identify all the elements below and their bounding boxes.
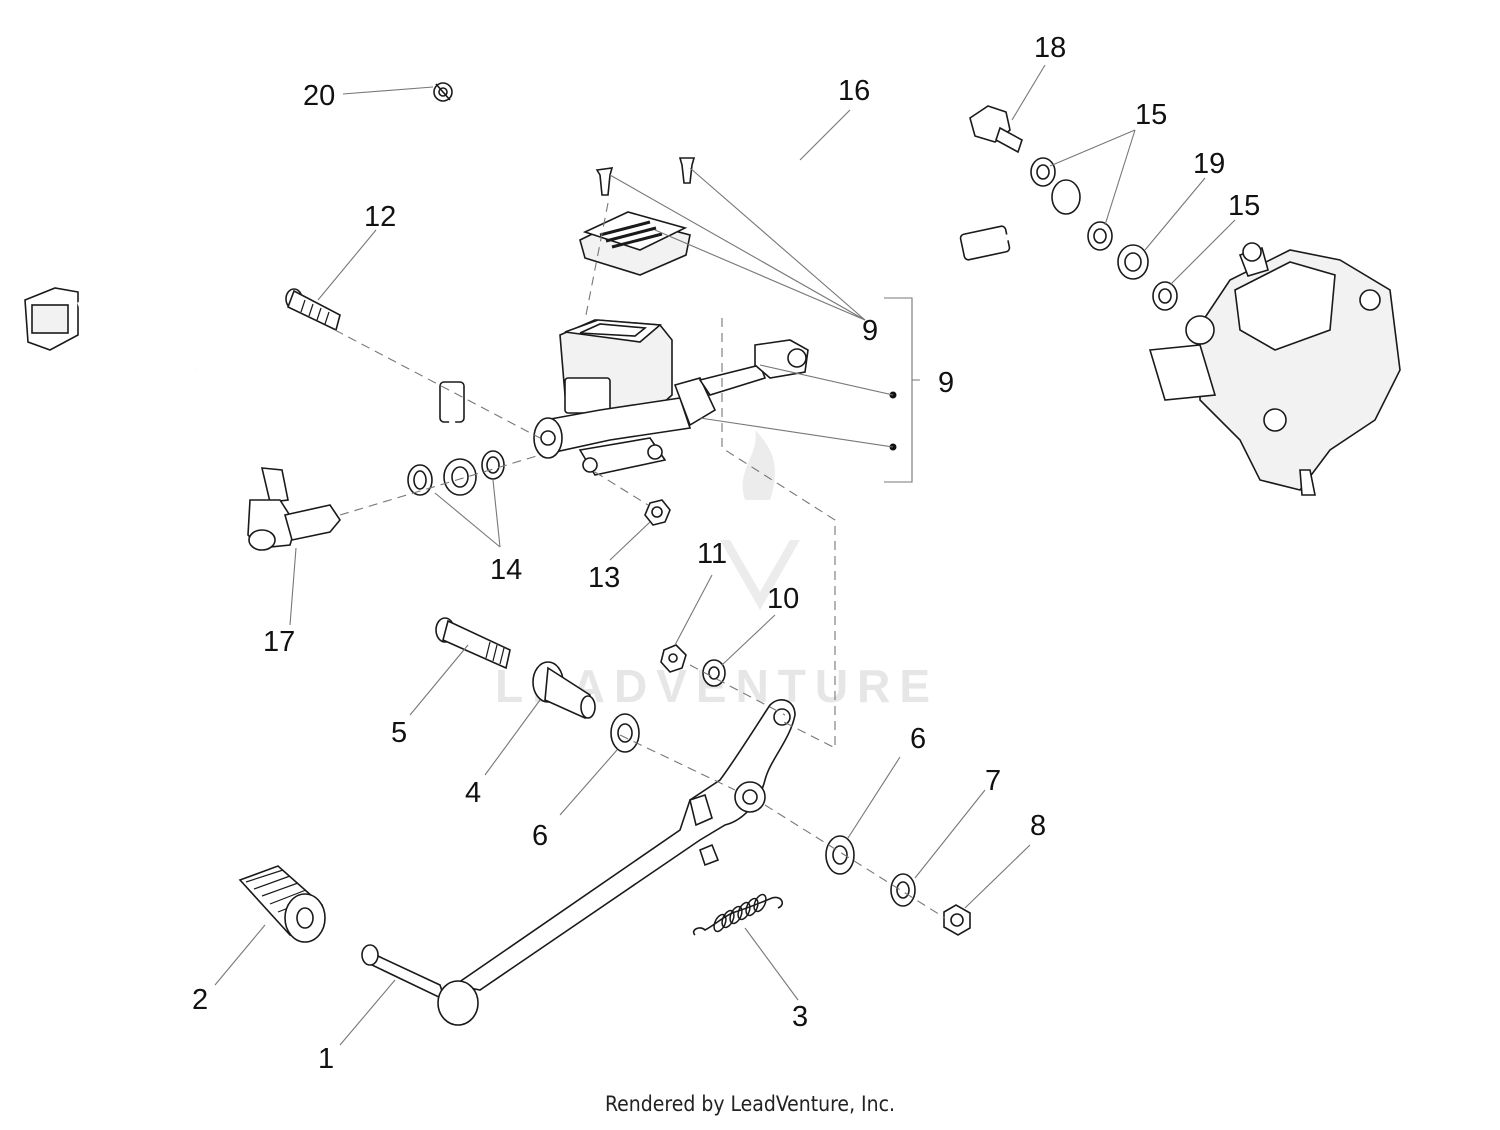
callout-19: 19 [1193,148,1225,180]
assembly-lines [334,202,946,919]
brake-switch-17 [24,265,341,551]
callout-9: 9 [938,367,954,399]
callout-7: 7 [985,765,1001,797]
callout-4: 4 [465,777,481,809]
bushing-4 [532,661,596,720]
callout-18: 18 [1034,32,1066,64]
washers-15-left [407,450,505,496]
washer-11 [702,659,726,687]
master-cylinder-9 [533,319,809,476]
nut-8 [943,904,971,936]
callout-10: 9 [862,315,878,347]
callout-13: 12 [364,201,396,233]
bolt-13 [285,288,341,332]
brake-pedal-1 [361,699,796,1026]
callout-15-top: 15 [1135,99,1167,131]
banjo-bolt-18 [969,105,1023,154]
brake-caliper [1148,242,1401,496]
callout-6-right: 6 [910,723,926,755]
callout-11: 10 [767,583,799,615]
callout-14: 13 [588,562,620,594]
callout-1: 1 [318,1043,334,1075]
washers-15-right [1030,157,1178,311]
nut-12 [660,644,687,673]
footer-credit: Rendered by LeadVenture, Inc. [605,1092,895,1116]
callout-6-left: 6 [532,820,548,852]
washer-6-right [825,835,855,875]
brake-hose-16 [439,45,1081,471]
callout-15-right: 15 [1228,190,1260,222]
reservoir-cap-10 [579,157,696,276]
return-spring-3 [692,893,784,936]
nut-14 [644,499,671,526]
pivot-bolt-5 [435,617,511,670]
callout-2: 2 [192,984,208,1016]
leader-lines [214,64,1236,1046]
hose-clip-20 [433,82,453,102]
pedal-rubber-2 [238,865,326,943]
callout-16: 16 [838,75,870,107]
callout-15-left: 14 [490,554,522,586]
washer-6-left [610,713,640,753]
callout-12: 11 [697,538,727,570]
washer-7 [890,873,916,907]
callout-17: 17 [263,626,295,658]
callout-labels: 20 12 16 18 15 19 15 9 9 14 13 17 11 10 … [192,32,1260,1075]
callout-8: 8 [1030,810,1046,842]
bracket-9 [884,297,920,483]
callout-5: 5 [391,717,407,749]
callout-3: 3 [792,1001,808,1033]
callout-20: 20 [303,80,335,112]
